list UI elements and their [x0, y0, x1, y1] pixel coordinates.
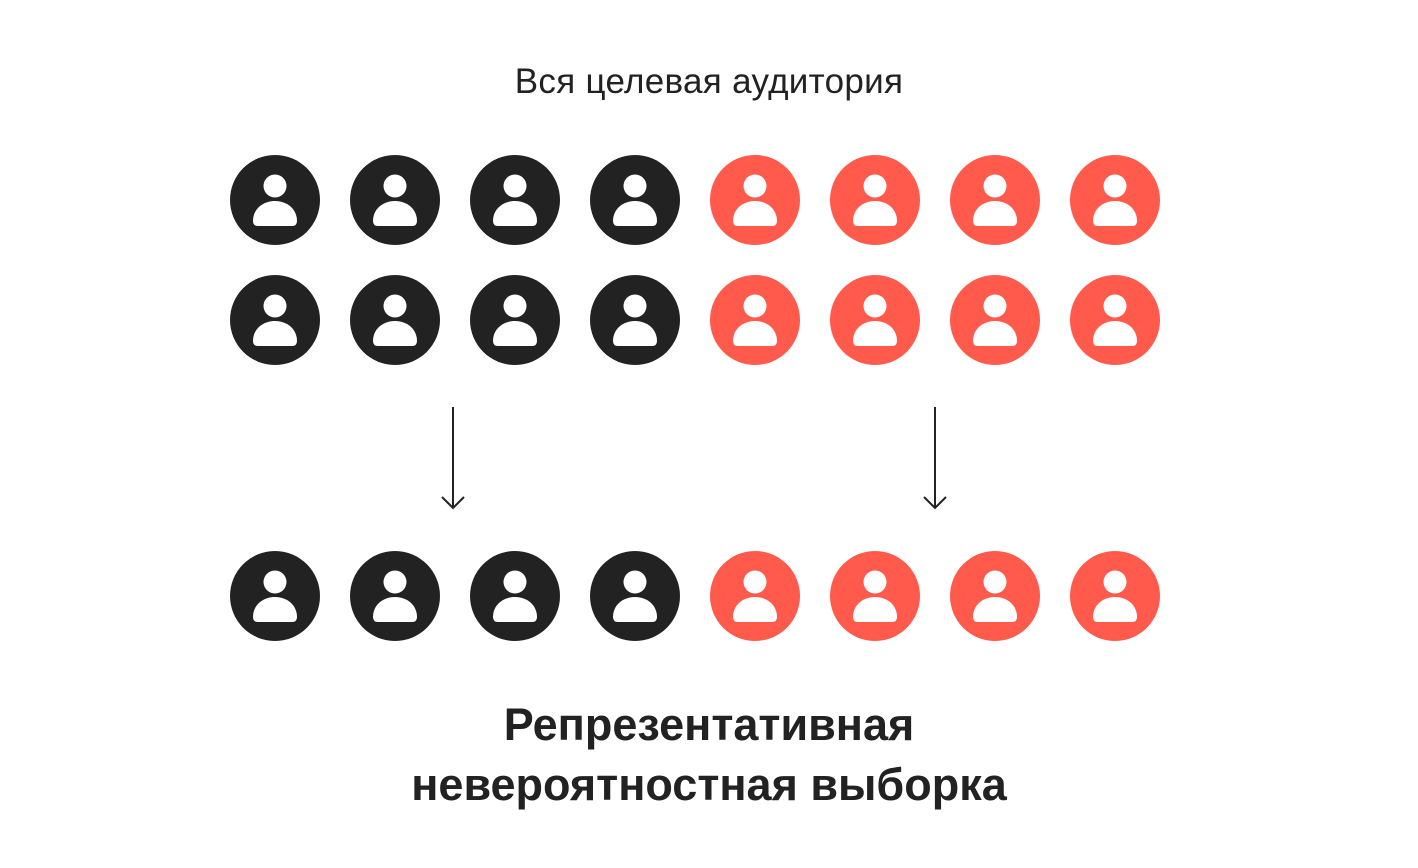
sample-title-line-1: Репрезентативная	[503, 699, 915, 750]
person-icon	[830, 155, 920, 245]
person-icon	[1070, 275, 1160, 365]
person-icon	[830, 275, 920, 365]
person-icon	[950, 155, 1040, 245]
person-icon	[350, 551, 440, 641]
person-icon	[710, 155, 800, 245]
person-icon	[470, 275, 560, 365]
person-icon	[830, 551, 920, 641]
person-icon	[950, 275, 1040, 365]
person-icon	[470, 155, 560, 245]
sample-title: Репрезентативная невероятностная выборка	[0, 695, 1418, 815]
person-icon	[230, 155, 320, 245]
person-icon	[1070, 551, 1160, 641]
person-icon	[350, 155, 440, 245]
population-title: Вся целевая аудитория	[514, 62, 904, 101]
person-icon	[710, 551, 800, 641]
arrow-down-icon	[923, 407, 947, 510]
person-icon	[950, 551, 1040, 641]
person-icon	[710, 275, 800, 365]
arrow-down-icon	[441, 407, 465, 510]
person-icon	[230, 551, 320, 641]
person-icon	[590, 275, 680, 365]
person-icon	[590, 155, 680, 245]
person-icon	[1070, 155, 1160, 245]
person-icon	[350, 275, 440, 365]
person-icon	[470, 551, 560, 641]
sample-title-line-2: невероятностная выборка	[411, 759, 1007, 810]
person-icon	[590, 551, 680, 641]
person-icon	[230, 275, 320, 365]
